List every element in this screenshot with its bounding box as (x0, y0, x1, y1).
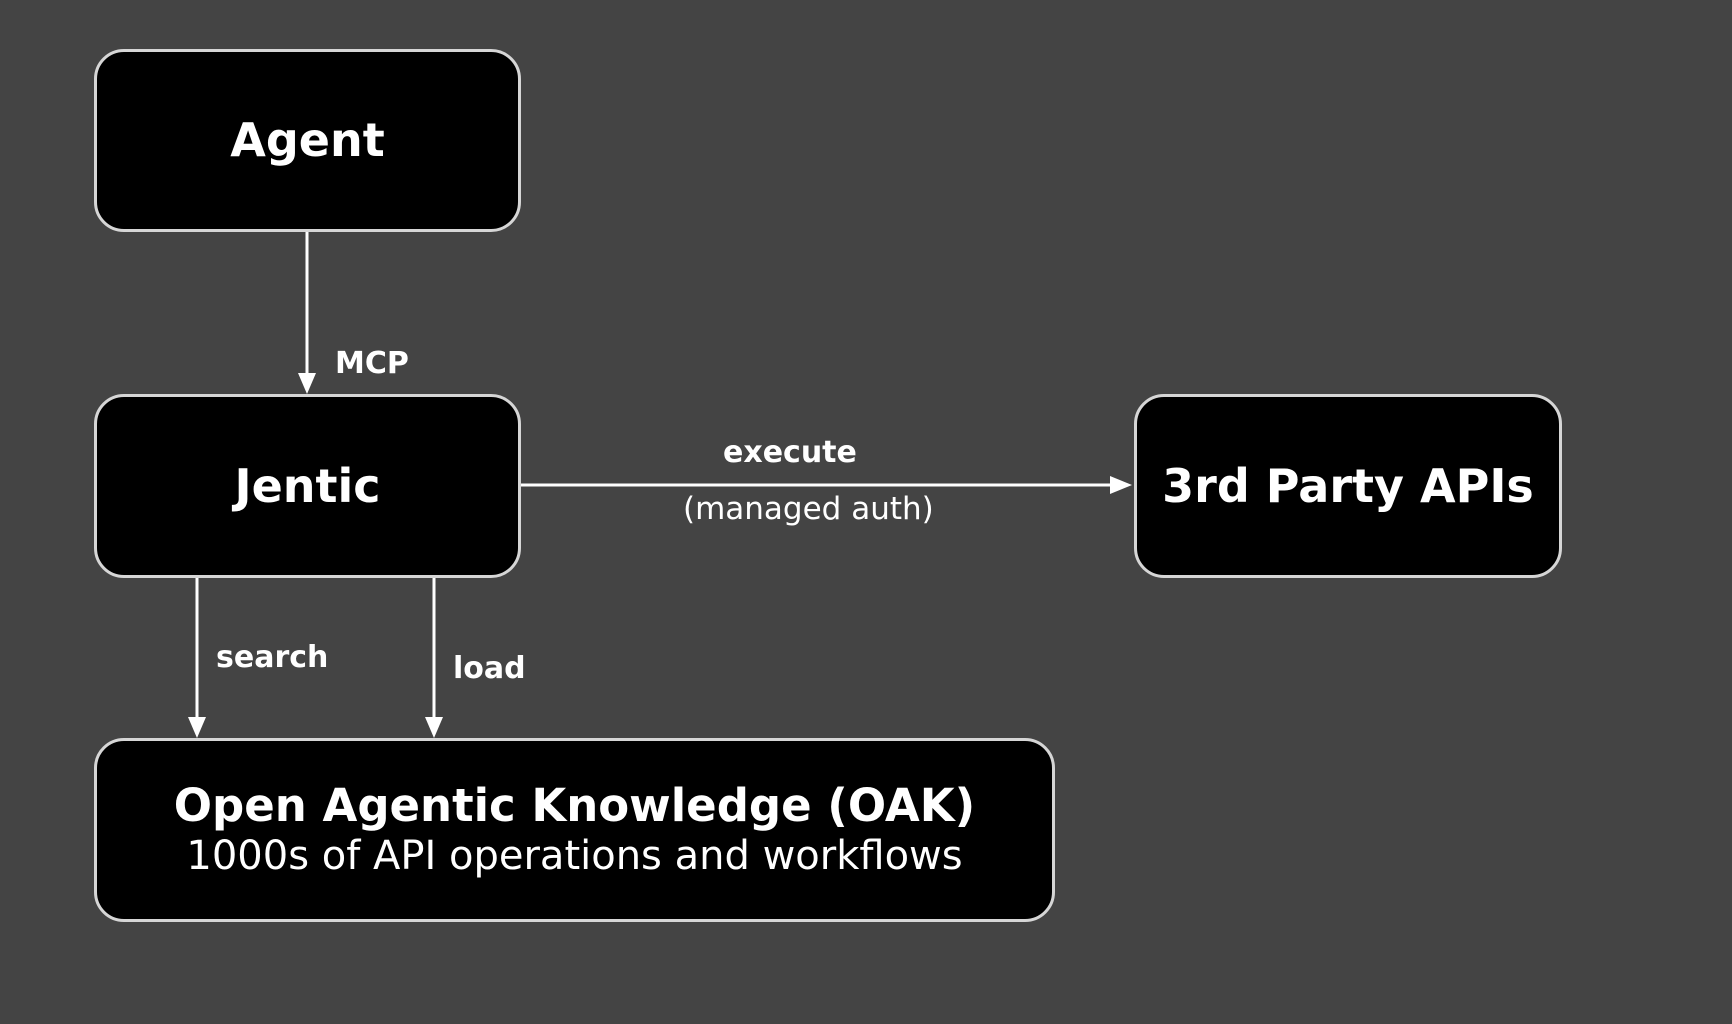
edge-load (425, 578, 443, 738)
node-agent: Agent (94, 49, 521, 232)
edge-mcp-label: MCP (335, 346, 409, 381)
edge-load-arrowhead (425, 717, 443, 738)
edge-execute-label: execute (723, 435, 857, 470)
edge-load-label: load (453, 651, 526, 686)
edge-search-label: search (216, 640, 329, 675)
edge-mcp (298, 232, 316, 394)
edge-execute (521, 476, 1132, 494)
node-third-party-apis: 3rd Party APIs (1134, 394, 1562, 578)
node-third-party-apis-title: 3rd Party APIs (1162, 458, 1534, 513)
edge-execute-sublabel: (managed auth) (683, 491, 934, 527)
node-agent-title: Agent (230, 113, 385, 168)
node-oak-title: Open Agentic Knowledge (OAK) (173, 779, 976, 833)
node-jentic: Jentic (94, 394, 521, 578)
node-oak-subtitle: 1000s of API operations and workflows (186, 832, 963, 879)
edge-mcp-arrowhead (298, 373, 316, 394)
node-oak: Open Agentic Knowledge (OAK) 1000s of AP… (94, 738, 1055, 922)
edge-execute-arrowhead (1110, 476, 1132, 494)
edge-search-arrowhead (188, 717, 206, 738)
node-jentic-title: Jentic (234, 458, 381, 513)
edge-search (188, 578, 206, 738)
